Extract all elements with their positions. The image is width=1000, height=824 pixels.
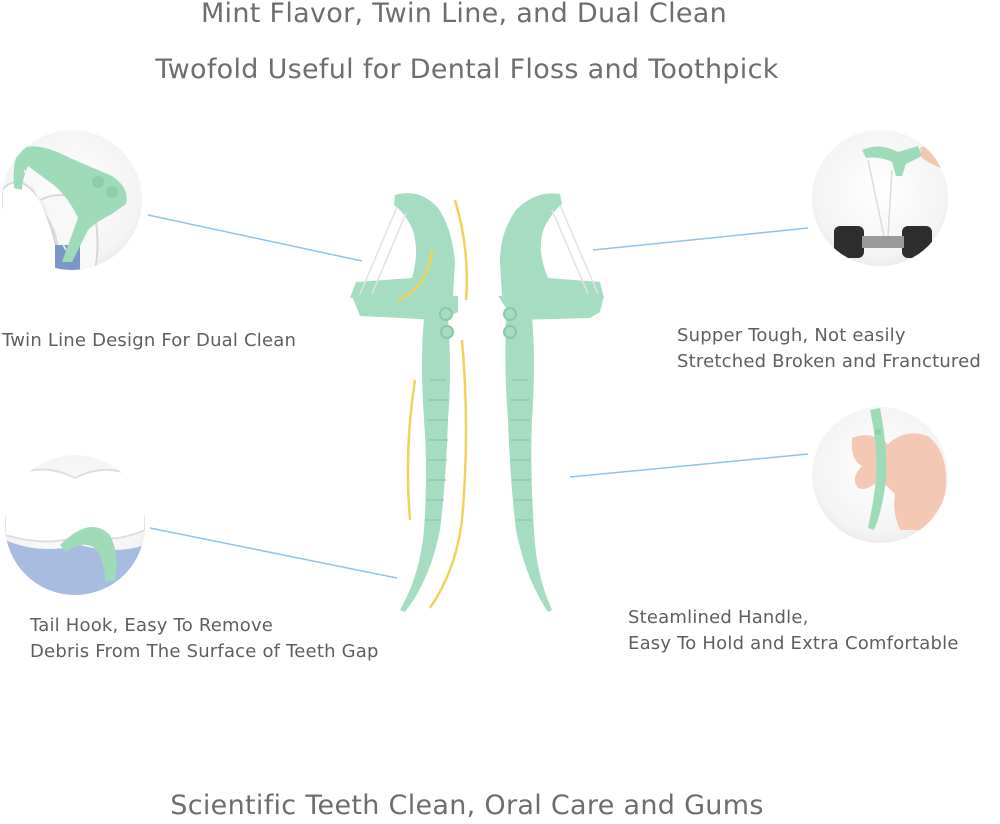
connector-line-tail-hook [149, 527, 398, 579]
feature-tail-hook-text-2: Debris From The Surface of Teeth Gap [30, 641, 379, 662]
feature-tough: Supper Tough, Not easily Stretched Broke… [677, 323, 981, 375]
feature-handle: Steamlined Handle, Easy To Hold and Extr… [628, 605, 959, 657]
feature-tough-text-1: Supper Tough, Not easily [677, 325, 906, 346]
heading-line-1: Mint Flavor, Twin Line, and Dual Clean [200, 0, 728, 29]
floss-pick-back [498, 193, 604, 612]
twin-line-detail-image [2, 130, 142, 270]
feature-handle-text-1: Steamlined Handle, [628, 607, 809, 628]
floss-pick-front [350, 193, 469, 612]
connector-line-tough [592, 227, 809, 251]
connector-line-handle [569, 453, 809, 478]
feature-tail-hook-text-1: Tail Hook, Easy To Remove [30, 615, 274, 636]
feature-tough-text-2: Stretched Broken and Franctured [677, 351, 982, 372]
feature-tail-hook: Tail Hook, Easy To Remove Debris From Th… [30, 613, 379, 665]
tail-hook-detail-image [5, 455, 145, 595]
connector-line-twin-line [147, 214, 363, 262]
heading-line-2: Twofold Useful for Dental Floss and Toot… [155, 54, 779, 85]
feature-handle-text-2: Easy To Hold and Extra Comfortable [628, 633, 959, 654]
handle-detail-image [812, 407, 948, 543]
footer-heading: Scientific Teeth Clean, Oral Care and Gu… [170, 790, 764, 821]
feature-twin-line-text: Twin Line Design For Dual Clean [2, 330, 297, 351]
tough-detail-image [812, 130, 948, 266]
feature-twin-line: Twin Line Design For Dual Clean [2, 328, 296, 354]
